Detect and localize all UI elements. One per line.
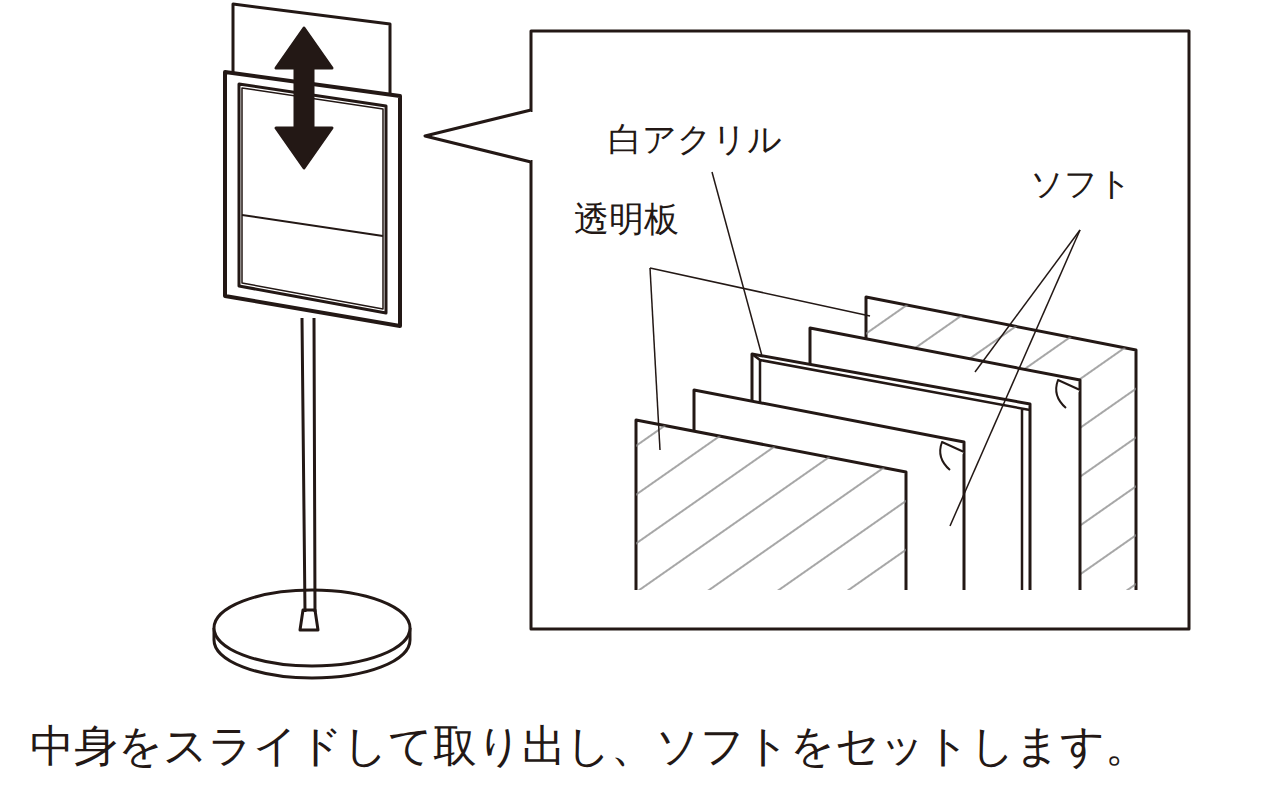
caption-text: 中身をスライドして取り出し、ソフトをセットします。	[30, 722, 1149, 770]
stand-pole	[302, 318, 315, 612]
stand-base	[214, 590, 410, 678]
part-label: 透明板	[574, 200, 679, 239]
exploded-layers	[636, 297, 1136, 590]
leader-lines	[650, 172, 1080, 526]
part-label: ソフト	[1030, 166, 1132, 202]
slide-arrow	[276, 28, 332, 168]
part-label: 白アクリル	[608, 121, 782, 158]
detail-callout	[425, 31, 1189, 629]
